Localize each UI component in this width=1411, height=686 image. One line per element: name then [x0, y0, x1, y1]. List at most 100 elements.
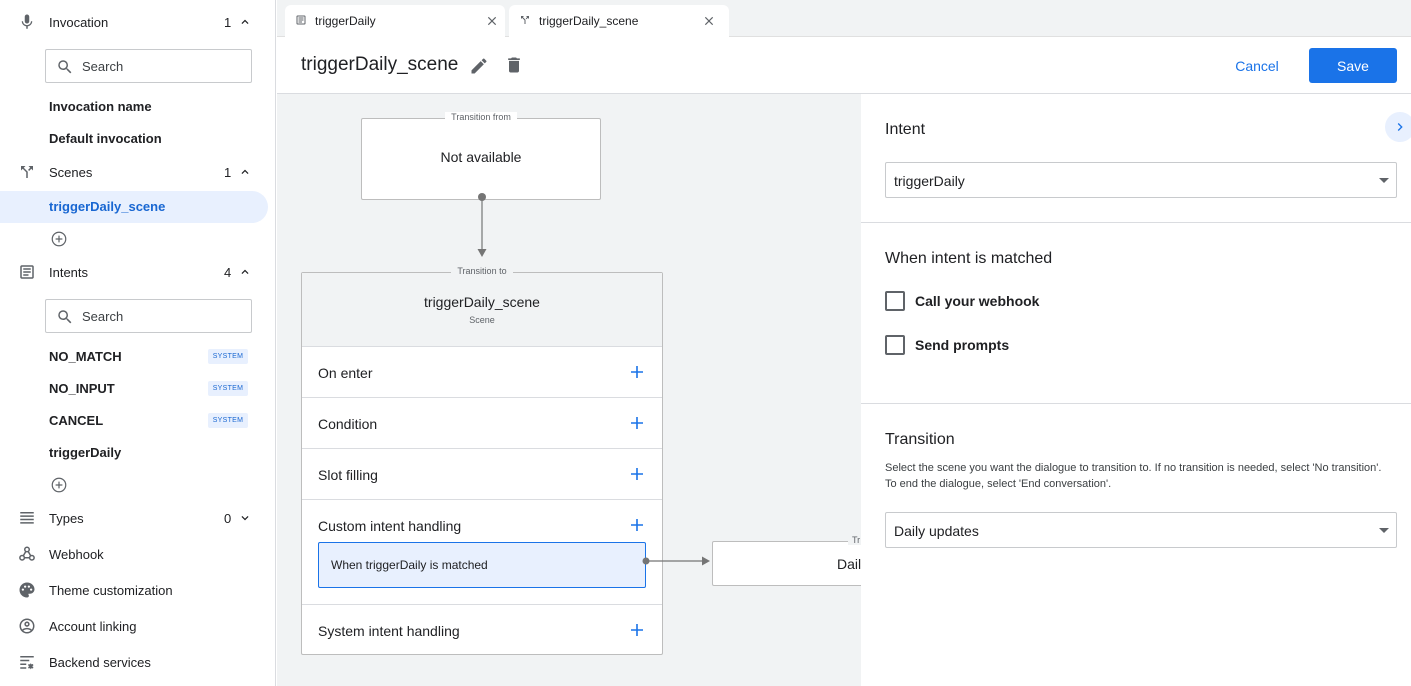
section-invocation[interactable]: Invocation 1 [0, 4, 275, 40]
delete-icon[interactable] [504, 55, 524, 75]
call-webhook-label[interactable]: Call your webhook [915, 293, 1040, 309]
row-label: Slot filling [318, 467, 378, 483]
scene-card-header [302, 273, 662, 346]
section-label: Types [49, 510, 84, 526]
nav-webhook[interactable]: Webhook [0, 536, 275, 572]
intents-search[interactable] [45, 299, 252, 333]
nav-label: Backend services [49, 654, 151, 670]
intent-handler-card[interactable]: When triggerDaily is matched [318, 542, 646, 588]
sidebar-item-scene-selected[interactable]: triggerDaily_scene [0, 191, 268, 223]
row-label: Condition [318, 416, 378, 432]
close-icon[interactable] [702, 14, 716, 28]
edit-icon[interactable] [469, 56, 489, 76]
nav-theme-customization[interactable]: Theme customization [0, 572, 275, 608]
target-value: Daily [837, 556, 861, 572]
legend-transition-to: Transition to [302, 266, 662, 276]
transition-from-card[interactable]: Transition from Not available [361, 112, 601, 200]
from-value: Not available [440, 149, 522, 165]
nav-backend-services[interactable]: Backend services [0, 644, 275, 680]
chevron-right-icon [1397, 123, 1403, 131]
legend-text: Transition to [451, 266, 513, 276]
sidebar: Invocation 1 Invocation name Default inv… [0, 0, 276, 686]
flow-canvas[interactable]: Transition from Not available Transition… [277, 94, 861, 686]
invocation-name-item[interactable]: Invocation name [49, 99, 152, 114]
transition-select[interactable]: Daily updates [885, 512, 1397, 548]
scene-card[interactable]: Transition to triggerDaily_scene Scene O… [301, 266, 663, 655]
editor-header: triggerDaily_scene Cancel Save [277, 37, 1411, 94]
system-badge: SYSTEM [208, 381, 248, 396]
invocation-search[interactable] [45, 49, 252, 83]
row-on-enter[interactable]: On enter [302, 346, 662, 397]
microphone-icon [21, 14, 33, 29]
legend-text: Transition from [445, 112, 517, 122]
select-value: Daily updates [894, 523, 979, 539]
chevron-up-icon[interactable] [238, 165, 252, 179]
section-count: 1 [224, 164, 232, 180]
default-invocation-item[interactable]: Default invocation [49, 131, 162, 146]
save-button[interactable]: Save [1309, 48, 1397, 83]
page-title: triggerDaily_scene [301, 54, 459, 75]
intent-item-no-input[interactable]: NO_INPUT [49, 381, 115, 396]
add-icon[interactable] [630, 467, 644, 481]
chevron-down-icon[interactable] [238, 511, 252, 525]
add-intent-icon[interactable] [50, 476, 68, 494]
handler-label: When triggerDaily is matched [331, 558, 488, 572]
list-icon [20, 265, 34, 279]
section-label: Invocation [49, 14, 109, 30]
row-system-intent-handling[interactable]: System intent handling [302, 604, 662, 655]
nav-label: Webhook [49, 546, 104, 562]
tab-bar: triggerDaily triggerDaily_scene [277, 0, 1411, 37]
nav-label: Theme customization [49, 582, 173, 598]
properties-panel: Intent triggerDaily When intent is match… [861, 94, 1411, 686]
row-custom-intent-handling[interactable]: Custom intent handling When triggerDaily… [302, 499, 662, 604]
section-types[interactable]: Types 0 [0, 500, 275, 536]
intent-item-cancel[interactable]: CANCEL [49, 413, 104, 428]
nav-label: Account linking [49, 618, 137, 634]
row-label: On enter [318, 365, 373, 381]
section-intents[interactable]: Intents 4 [0, 254, 275, 290]
system-badge: SYSTEM [208, 349, 248, 364]
tab-trigger-daily[interactable]: triggerDaily [285, 5, 505, 37]
intent-item-no-match[interactable]: NO_MATCH [49, 349, 122, 364]
scene-name: triggerDaily_scene [424, 294, 540, 310]
intent-select[interactable]: triggerDaily [885, 162, 1397, 198]
chevron-up-icon[interactable] [238, 15, 252, 29]
row-slot-filling[interactable]: Slot filling [302, 448, 662, 499]
lines-icon [20, 512, 34, 524]
search-input[interactable] [82, 306, 242, 326]
legend-text: Tr [848, 535, 861, 545]
close-icon[interactable] [485, 14, 499, 28]
call-webhook-checkbox[interactable] [885, 291, 905, 311]
divider [861, 403, 1411, 404]
nav-account-linking[interactable]: Account linking [0, 608, 275, 644]
document-icon [296, 15, 306, 25]
send-prompts-checkbox[interactable] [885, 335, 905, 355]
cancel-button[interactable]: Cancel [1221, 49, 1293, 83]
send-prompts-label[interactable]: Send prompts [915, 337, 1010, 353]
intent-item-trigger-daily[interactable]: triggerDaily [49, 445, 122, 460]
add-icon[interactable] [630, 518, 644, 532]
section-scenes[interactable]: Scenes 1 [0, 154, 275, 190]
add-icon[interactable] [630, 365, 644, 379]
scene-type: Scene [469, 315, 495, 325]
chevron-up-icon[interactable] [238, 265, 252, 279]
connector-arrow-down [477, 193, 487, 257]
tab-label: triggerDaily [315, 14, 376, 28]
tab-trigger-daily-scene[interactable]: triggerDaily_scene [509, 5, 729, 37]
connector-arrow-right [642, 556, 710, 566]
target-scene-card[interactable]: Tr Daily [712, 535, 861, 586]
add-icon[interactable] [630, 416, 644, 430]
system-badge: SYSTEM [208, 413, 248, 428]
dropdown-arrow-icon [1379, 528, 1389, 533]
row-label: System intent handling [318, 623, 460, 639]
search-input[interactable] [82, 56, 242, 76]
transition-section-title: Transition [885, 431, 955, 448]
collapse-panel-button[interactable] [1385, 112, 1411, 142]
row-condition[interactable]: Condition [302, 397, 662, 448]
palette-icon [19, 582, 35, 598]
select-value: triggerDaily [894, 173, 965, 189]
section-count: 0 [224, 510, 232, 526]
add-icon[interactable] [630, 623, 644, 637]
legend-transition-from: Transition from [362, 112, 600, 122]
add-scene-icon[interactable] [50, 230, 68, 248]
